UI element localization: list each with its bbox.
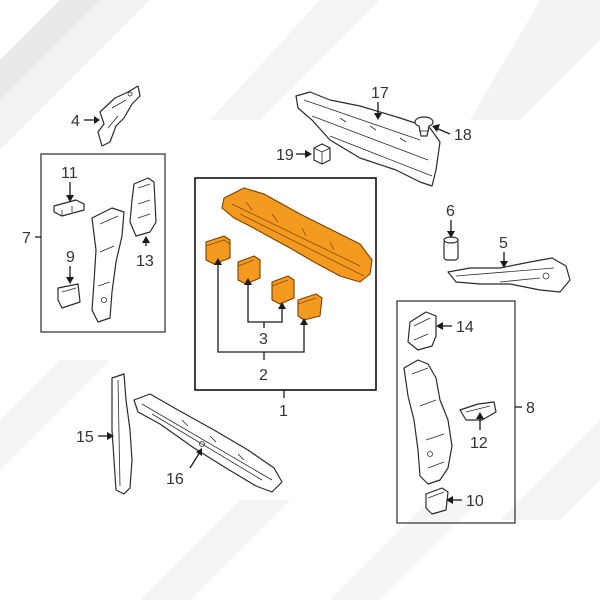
- part-9-bracket: [57, 283, 81, 309]
- callout-19: 19: [276, 147, 294, 164]
- part-18-clip: [414, 116, 434, 137]
- bracket-3d: [297, 293, 323, 321]
- part-3-brackets: [205, 235, 323, 321]
- group-box-1: [194, 177, 377, 391]
- leader-lines: [35, 102, 522, 504]
- bracket-3c: [271, 275, 295, 305]
- part-7-side-support: [91, 207, 125, 323]
- part-16-lower-tie-bar: [133, 393, 283, 493]
- callout-18: 18: [454, 127, 472, 144]
- bracket-3a: [205, 235, 231, 265]
- callout-1: 1: [279, 403, 288, 420]
- part-4-bracket: [97, 85, 141, 147]
- callout-13: 13: [136, 253, 154, 270]
- part-13-bracket: [129, 177, 157, 237]
- part-15-strut: [111, 373, 133, 495]
- part-14-bracket: [407, 311, 437, 351]
- part-1-upper-tie-bar: [221, 187, 373, 283]
- group-box-8: [396, 300, 516, 524]
- group-box-7: [40, 153, 166, 333]
- callout-4: 4: [71, 113, 80, 130]
- callout-2: 2: [259, 367, 268, 384]
- callout-16: 16: [166, 471, 184, 488]
- bracket-3b: [237, 255, 261, 285]
- callout-7: 7: [22, 230, 31, 247]
- callout-9: 9: [66, 249, 75, 266]
- part-6-grommet: [443, 236, 459, 261]
- part-10-bracket: [425, 487, 449, 515]
- callout-11: 11: [61, 165, 78, 182]
- callout-6: 6: [446, 203, 455, 220]
- part-17-reinforcement: [295, 91, 441, 187]
- part-19-nut: [313, 143, 331, 165]
- part-8-side-support: [403, 359, 453, 485]
- callout-labels: 4 17 18 19 11 7 9 13 6 5 3 2 1 14 8 12 1…: [22, 85, 535, 510]
- callout-8: 8: [526, 400, 535, 417]
- callout-14: 14: [456, 319, 474, 336]
- callout-10: 10: [466, 493, 484, 510]
- callout-3: 3: [259, 331, 268, 348]
- callout-15: 15: [76, 429, 94, 446]
- part-11-bracket: [53, 199, 85, 217]
- part-5-side-rail: [447, 257, 571, 293]
- callout-12: 12: [470, 435, 488, 452]
- callout-17: 17: [371, 85, 389, 102]
- callout-5: 5: [499, 235, 508, 252]
- part-12-bracket: [459, 401, 497, 421]
